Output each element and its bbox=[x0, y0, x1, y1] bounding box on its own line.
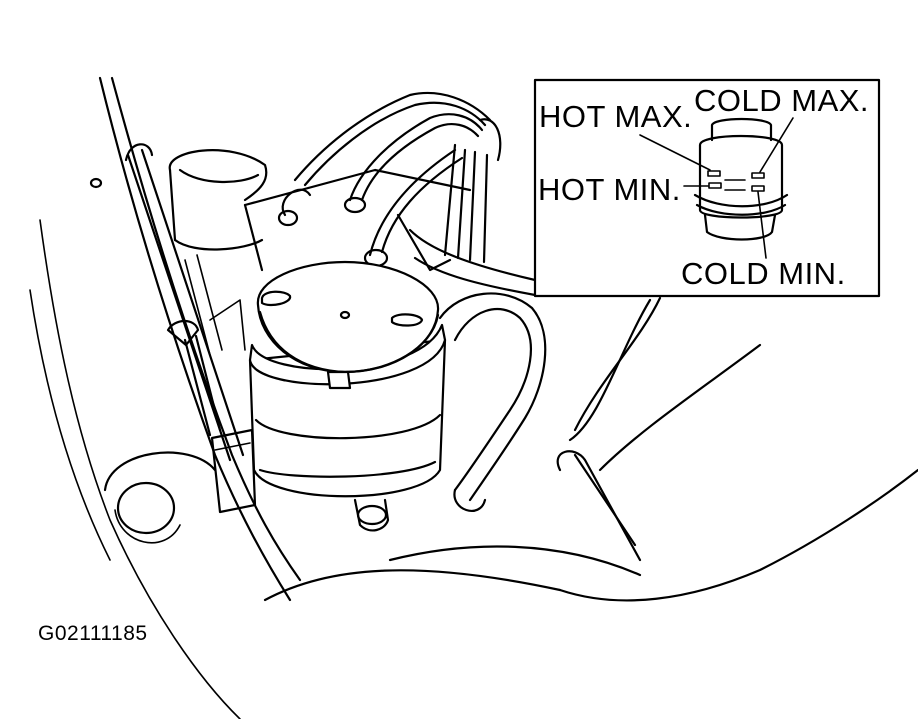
hose bbox=[438, 292, 762, 562]
label-hot-min: HOT MIN. bbox=[538, 172, 681, 207]
hot-max-leader bbox=[639, 134, 711, 171]
cold-min-leader bbox=[757, 191, 767, 259]
label-hot-max: HOT MAX. bbox=[539, 99, 692, 134]
label-cold-min: COLD MIN. bbox=[681, 256, 846, 291]
strut-tower bbox=[168, 149, 268, 514]
inset-frame bbox=[533, 78, 881, 298]
pump-block bbox=[243, 91, 537, 297]
cold-max-leader bbox=[759, 117, 794, 173]
figure-id: G02111185 bbox=[38, 622, 148, 645]
label-cold-max: COLD MAX. bbox=[694, 83, 869, 118]
hood-prop-rod bbox=[124, 143, 245, 462]
reservoir bbox=[248, 260, 447, 532]
inset-reservoir bbox=[693, 117, 789, 241]
level-marks-inset: HOT MAX. COLD MAX. HOT MIN. COLD MIN. bbox=[533, 78, 881, 298]
engine-bay-outline bbox=[29, 76, 918, 719]
inset-pointer bbox=[573, 296, 662, 432]
